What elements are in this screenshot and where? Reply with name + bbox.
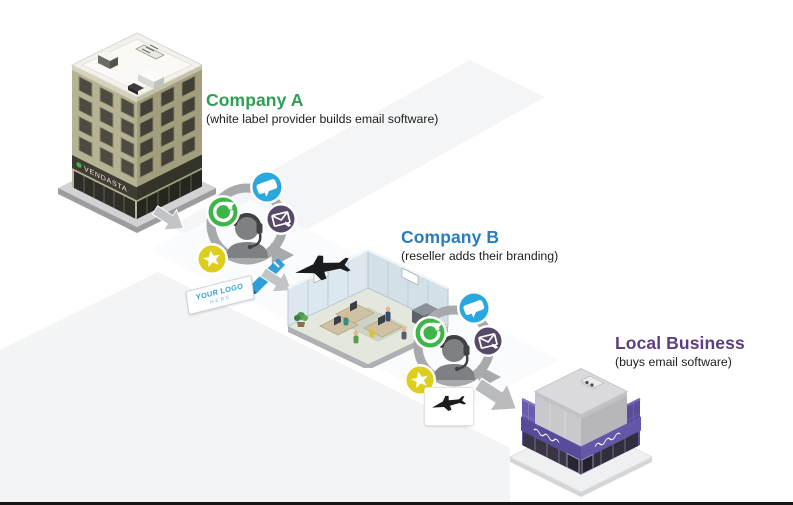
company-b-label: Company B (reseller adds their branding) xyxy=(401,227,559,263)
local-business-title: Local Business xyxy=(615,333,745,353)
compose-email-icon xyxy=(472,325,504,357)
sync-arrows-icon xyxy=(413,316,447,350)
chat-bubble-icon xyxy=(250,170,284,204)
sync-arrows-icon xyxy=(206,195,240,229)
compose-email-icon xyxy=(265,203,297,235)
store-roof xyxy=(521,367,641,419)
company-b-subtitle: (reseller adds their branding) xyxy=(401,248,559,263)
building-left-face: VENDASTA xyxy=(72,64,137,220)
building-roof xyxy=(70,32,204,98)
bottom-border xyxy=(0,502,793,505)
road-band xyxy=(0,272,510,505)
roof-vent-grid xyxy=(135,44,165,60)
office-people xyxy=(343,306,407,344)
local-business-storefront xyxy=(508,367,654,497)
wall-frame xyxy=(401,267,419,286)
flow-arrow-icon xyxy=(473,377,518,412)
store-awning xyxy=(521,416,581,461)
store-door xyxy=(566,452,580,475)
company-b-title: Company B xyxy=(401,227,500,247)
sign-leaf-icon xyxy=(76,162,82,168)
store-script-sign xyxy=(594,432,621,447)
roof-box xyxy=(128,83,144,91)
local-business-label: Local Business (buys email software) xyxy=(615,333,745,369)
building-sign-band xyxy=(72,154,137,201)
company-a-label: Company A (white label provider builds e… xyxy=(206,90,439,126)
flow-arrow-icon xyxy=(151,205,185,231)
jet-plane-icon xyxy=(432,395,466,412)
star-icon xyxy=(196,243,228,275)
company-a-subtitle: (white label provider builds email softw… xyxy=(206,111,439,126)
jet-plane-card xyxy=(424,387,474,426)
company-a-building: VENDASTA xyxy=(58,32,216,233)
jet-plane-icon xyxy=(295,255,351,281)
store-script-sign xyxy=(533,428,560,443)
flow-arrow-icon xyxy=(259,267,293,293)
store-right-face xyxy=(581,391,641,475)
company-a-title: Company A xyxy=(206,90,304,110)
store-door xyxy=(581,453,594,475)
service-cycle-2 xyxy=(404,291,504,396)
ac-unit xyxy=(98,51,118,61)
ac-unit xyxy=(138,69,164,82)
company-b-office xyxy=(287,248,449,368)
chat-bubble-icon xyxy=(457,291,491,325)
support-agent-headset-icon xyxy=(226,213,268,258)
local-business-subtitle: (buys email software) xyxy=(615,354,732,369)
store-awning xyxy=(581,416,641,461)
building-right-face xyxy=(137,64,202,220)
service-cycle-1 xyxy=(196,170,297,275)
